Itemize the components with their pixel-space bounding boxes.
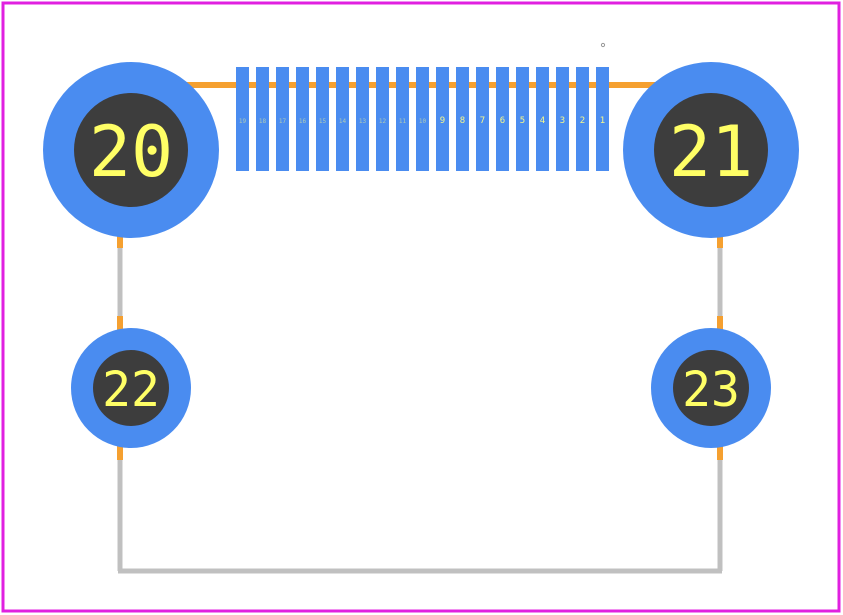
pin-label-9: 9 (440, 116, 445, 126)
signal-pin-10[interactable] (416, 67, 429, 171)
pad-label-21: 21 (669, 111, 753, 193)
signal-pin-4[interactable] (536, 67, 549, 171)
pad-label-23: 23 (682, 362, 740, 418)
mounting-pad-21[interactable]: 21 (623, 62, 799, 238)
pin-label-1: 1 (600, 116, 605, 126)
signal-pin-18[interactable] (256, 67, 269, 171)
signal-pin-2[interactable] (576, 67, 589, 171)
pin-label-11: 11 (399, 118, 407, 125)
signal-pin-13[interactable] (356, 67, 369, 171)
silkscreen-outline (117, 238, 723, 574)
signal-pin-17[interactable] (276, 67, 289, 171)
pad-drill-hole (673, 350, 749, 426)
signal-pin-16[interactable] (296, 67, 309, 171)
signal-pin-9[interactable] (436, 67, 449, 171)
signal-pin-1[interactable] (596, 67, 609, 171)
signal-pin-11[interactable] (396, 67, 409, 171)
signal-pin-3[interactable] (556, 67, 569, 171)
mounting-pad-23[interactable]: 23 (651, 328, 771, 448)
signal-pin-15[interactable] (316, 67, 329, 171)
pad-drill-hole (93, 350, 169, 426)
pin-label-18: 18 (259, 118, 267, 125)
pad-label-20: 20 (89, 111, 173, 193)
signal-pin-6[interactable] (496, 67, 509, 171)
pad-drill-hole (74, 93, 188, 207)
pin-label-17: 17 (279, 118, 287, 125)
pin-label-16: 16 (299, 118, 307, 125)
pin-label-4: 4 (540, 116, 545, 126)
mounting-pad-20[interactable]: 20 (43, 62, 219, 238)
pad-drill-hole (654, 93, 768, 207)
mounting-pad-22[interactable]: 22 (71, 328, 191, 448)
pad-label-22: 22 (102, 362, 160, 418)
pin-label-15: 15 (319, 118, 327, 125)
signal-pin-5[interactable] (516, 67, 529, 171)
pin-label-13: 13 (359, 118, 367, 125)
signal-pin-19[interactable] (236, 67, 249, 171)
pin-label-8: 8 (460, 116, 465, 126)
pin-label-12: 12 (379, 118, 387, 125)
signal-pin-14[interactable] (336, 67, 349, 171)
pin-label-2: 2 (580, 116, 585, 126)
pin-label-19: 19 (239, 118, 247, 125)
pin1-marker (600, 42, 606, 48)
pin-label-7: 7 (480, 116, 485, 126)
signal-pin-row: 19 18 17 16 15 14 13 12 11 10 9 8 7 6 5 4 3 2 1 (236, 67, 609, 171)
pin-label-10: 10 (419, 118, 427, 125)
pin-label-6: 6 (500, 116, 505, 126)
pin-label-3: 3 (560, 116, 565, 126)
pin-label-5: 5 (520, 116, 525, 126)
signal-pin-7[interactable] (476, 67, 489, 171)
pin-label-14: 14 (339, 118, 347, 125)
signal-pin-8[interactable] (456, 67, 469, 171)
signal-pin-12[interactable] (376, 67, 389, 171)
